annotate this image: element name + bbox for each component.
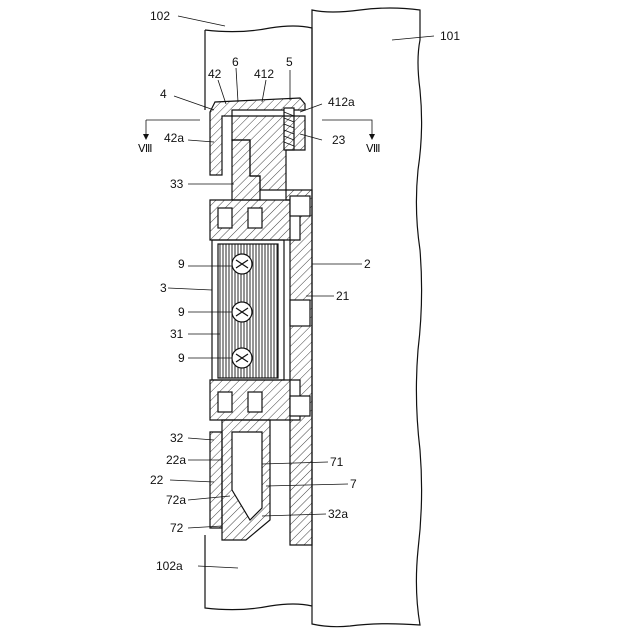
label-72: 72	[170, 521, 184, 535]
section-arrow-right	[322, 120, 372, 138]
label-3: 3	[160, 281, 167, 295]
holder-22	[210, 432, 222, 528]
section-mark-left: Ⅷ	[138, 143, 153, 155]
label-101: 101	[440, 29, 460, 43]
label-23: 23	[332, 133, 346, 147]
label-32: 32	[170, 431, 184, 445]
label-21: 21	[336, 289, 350, 303]
label-4: 4	[160, 87, 167, 101]
label-22: 22	[150, 473, 164, 487]
label-9-top: 9	[178, 257, 185, 271]
rail-2	[286, 190, 312, 545]
label-2: 2	[364, 257, 371, 271]
label-9-bot: 9	[178, 351, 185, 365]
label-412: 412	[254, 67, 274, 81]
label-7: 7	[350, 477, 357, 491]
label-42a: 42a	[164, 131, 184, 145]
label-42: 42	[208, 67, 222, 81]
label-32a: 32a	[328, 507, 348, 521]
label-72a: 72a	[166, 493, 186, 507]
label-102a: 102a	[156, 559, 183, 573]
label-22a: 22a	[166, 453, 186, 467]
label-6: 6	[232, 55, 239, 69]
label-102: 102	[150, 9, 170, 23]
label-412a: 412a	[328, 95, 355, 109]
label-5: 5	[286, 55, 293, 69]
section-mark-right: Ⅷ	[366, 143, 381, 155]
label-31: 31	[170, 327, 184, 341]
label-33: 33	[170, 177, 184, 191]
label-9-mid: 9	[178, 305, 185, 319]
label-71: 71	[330, 455, 344, 469]
